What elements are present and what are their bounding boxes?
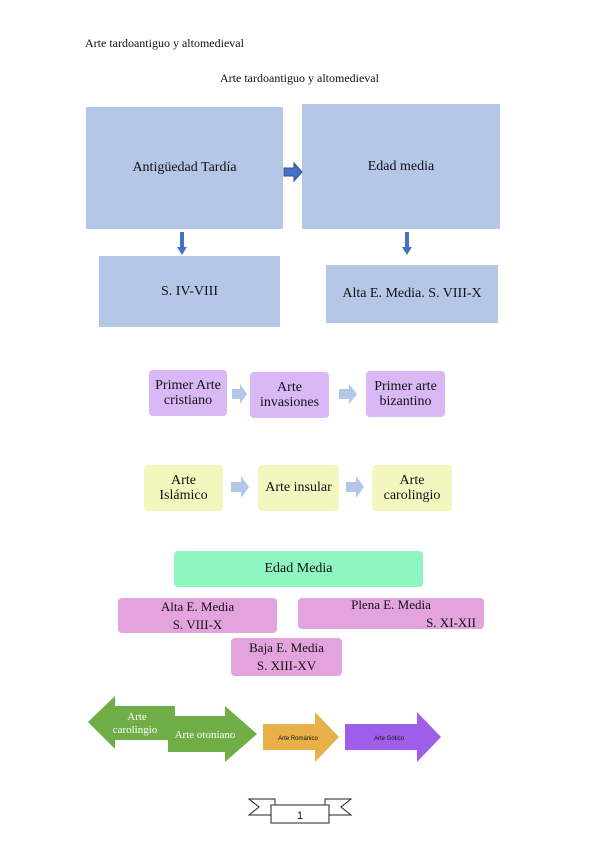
alta-name: Alta E. Media <box>160 598 235 614</box>
arrow-right-icon <box>168 706 257 762</box>
otoniano-label: Arte otoniano <box>175 729 236 741</box>
siglos-label: S. IV-VIII <box>160 283 219 299</box>
alta-edad-label: Alta E. Media. S. VIII-X <box>342 286 482 301</box>
box-antiguedad-tardia: Antigüedad Tardía <box>86 107 283 229</box>
box-plena-media: Plena E. Media S. XI-XII <box>298 596 484 630</box>
box-line: Arte <box>277 379 302 395</box>
box-line: carolingio <box>383 488 441 503</box>
box-line: cristiano <box>163 393 213 408</box>
edad-media-label: Edad media <box>367 159 435 174</box>
box-arte-insular: Arte insular <box>258 465 339 511</box>
page-number-ribbon: 1 <box>247 798 353 824</box>
document-title: Arte tardoantiguo y altomedieval <box>220 71 379 85</box>
ribbon-icon <box>324 798 353 816</box>
box-line: Primer Arte <box>155 377 221 393</box>
box-baja-media: Baja E. Media S. XIII-XV <box>231 638 342 676</box>
box-alta-edad-media: Alta E. Media. S. VIII-X <box>326 265 498 323</box>
romanico-label: Arte Románico <box>278 736 318 742</box>
plena-name: Plena E. Media <box>351 596 431 612</box>
box-line: Arte <box>399 472 425 488</box>
box-line: Islámico <box>159 488 208 503</box>
box-line: Arte insular <box>265 480 332 496</box>
chevron-right-icon <box>231 476 249 498</box>
carolingio-label-1: Arte <box>127 711 147 723</box>
chevron-right-icon <box>339 384 357 404</box>
box-line: bizantino <box>379 394 432 409</box>
ribbon-icon <box>247 798 276 816</box>
arrow-left-icon <box>88 696 175 749</box>
arrow-right-icon <box>263 712 339 762</box>
baja-name: Baja E. Media <box>249 640 324 656</box>
baja-siglos: S. XIII-XV <box>256 658 317 673</box>
box-line: Primer arte <box>374 378 437 394</box>
arrow-right-icon <box>283 161 303 183</box>
antiguedad-label: Antigüedad Tardía <box>132 160 237 175</box>
bottom-arrows: Arte carolingio Arte otoniano Arte Román… <box>88 696 441 762</box>
page-number: 1 <box>297 810 303 822</box>
box-edad-media-root: Edad Media <box>174 551 423 587</box>
box-line: invasiones <box>259 395 320 410</box>
box-alta-media: Alta E. Media S. VIII-X <box>118 598 277 633</box>
chevron-right-icon <box>346 476 364 498</box>
root-label: Edad Media <box>264 561 333 577</box>
arrow-right-icon <box>345 712 441 762</box>
carolingio-label-2: carolingio <box>113 724 158 736</box>
box-edad-media: Edad media <box>302 104 500 229</box>
arrow-down-icon <box>177 232 187 255</box>
plena-siglos: S. XI-XII <box>426 614 476 630</box>
gotico-label: Arte Gótico <box>374 736 405 742</box>
arrow-down-icon <box>402 232 412 255</box>
page-header: Arte tardoantiguo y altomedieval <box>85 36 244 50</box>
box-siglos-iv-viii: S. IV-VIII <box>99 256 280 327</box>
alta-siglos: S. VIII-X <box>172 616 223 632</box>
box-line: Arte <box>171 472 196 488</box>
chevron-right-icon <box>232 384 247 404</box>
